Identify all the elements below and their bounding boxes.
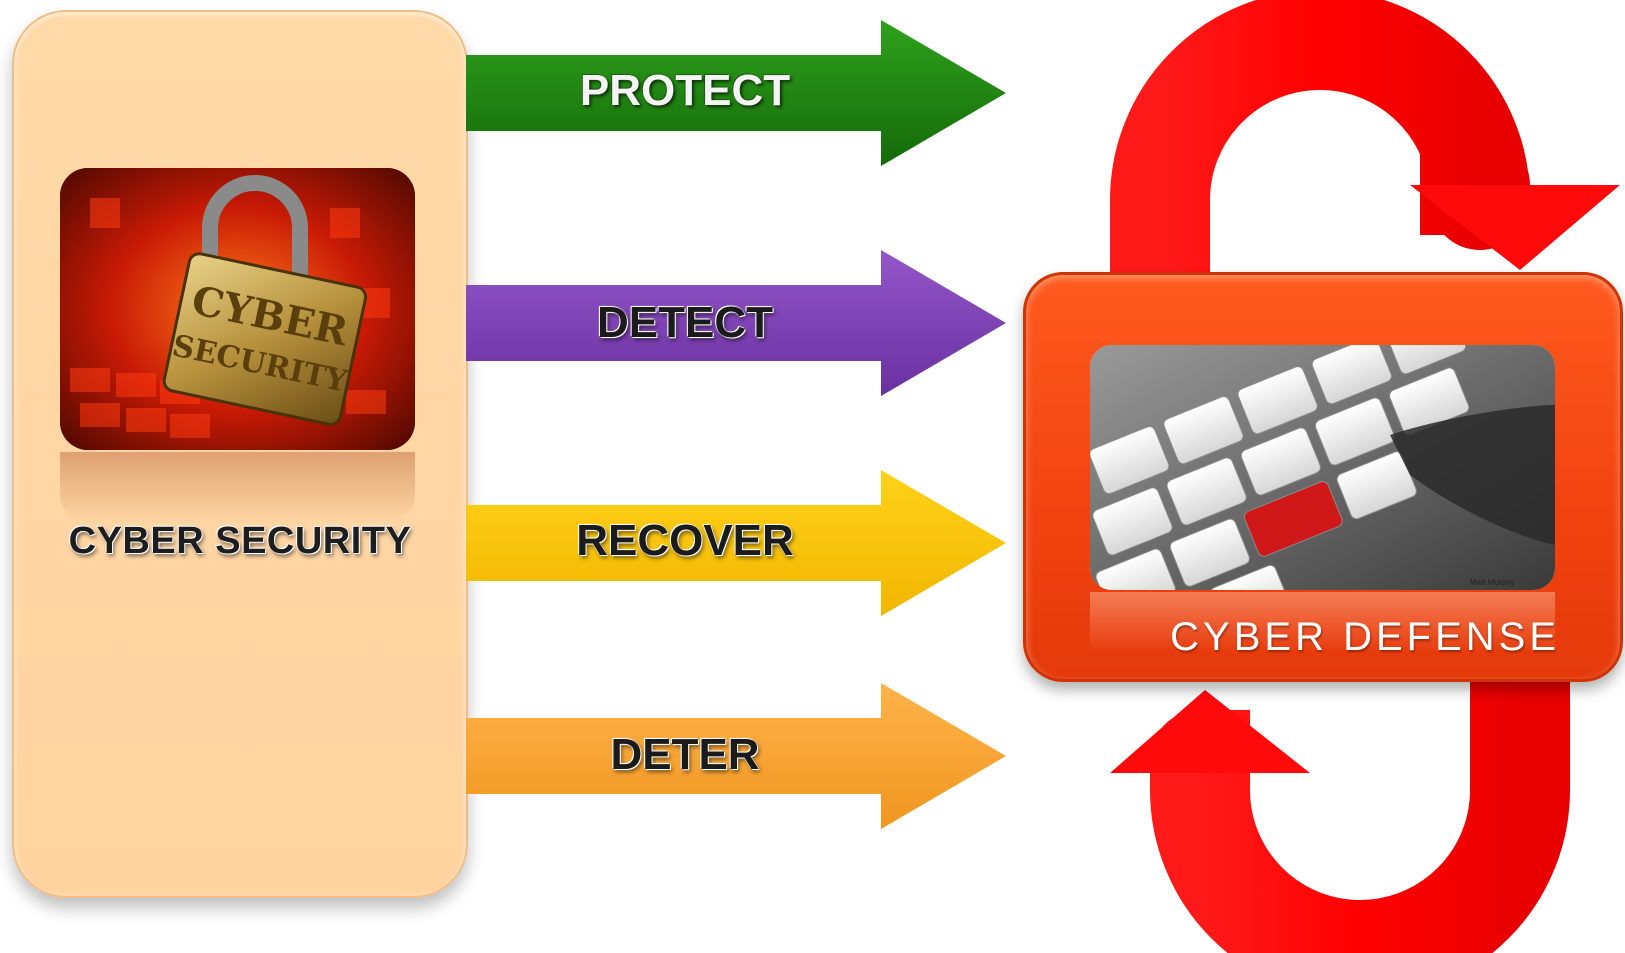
lower-loop-arrow [1150, 650, 1570, 953]
upper-loop-arrow [1110, 0, 1530, 330]
cyber-defense-label: CYBER DEFENSE [1170, 615, 1560, 659]
recover-arrow [466, 470, 1006, 616]
protect-arrow [466, 20, 1006, 166]
lower-arrowhead [1110, 690, 1310, 773]
detect-label: DETECT [597, 298, 773, 347]
protect-label: PROTECT [579, 66, 791, 115]
detect-arrow [466, 250, 1006, 396]
cyber-security-lock-image: CYBER SECURITY [60, 168, 415, 450]
deter-arrow [466, 683, 1006, 829]
cyber-security-label: CYBER SECURITY [68, 520, 412, 562]
cycle-arrows-icon [1110, 0, 1620, 953]
deter-label: DETER [610, 730, 760, 779]
lock-image-reflection [60, 452, 415, 522]
recover-label: RECOVER [576, 516, 794, 565]
keyboard-image [1090, 345, 1555, 590]
keyboard-image-reflection [1090, 592, 1555, 652]
upper-arrowhead [1410, 185, 1620, 270]
image-credit: Matt Murphy [1470, 578, 1515, 587]
cyber-security-panel [12, 10, 468, 898]
